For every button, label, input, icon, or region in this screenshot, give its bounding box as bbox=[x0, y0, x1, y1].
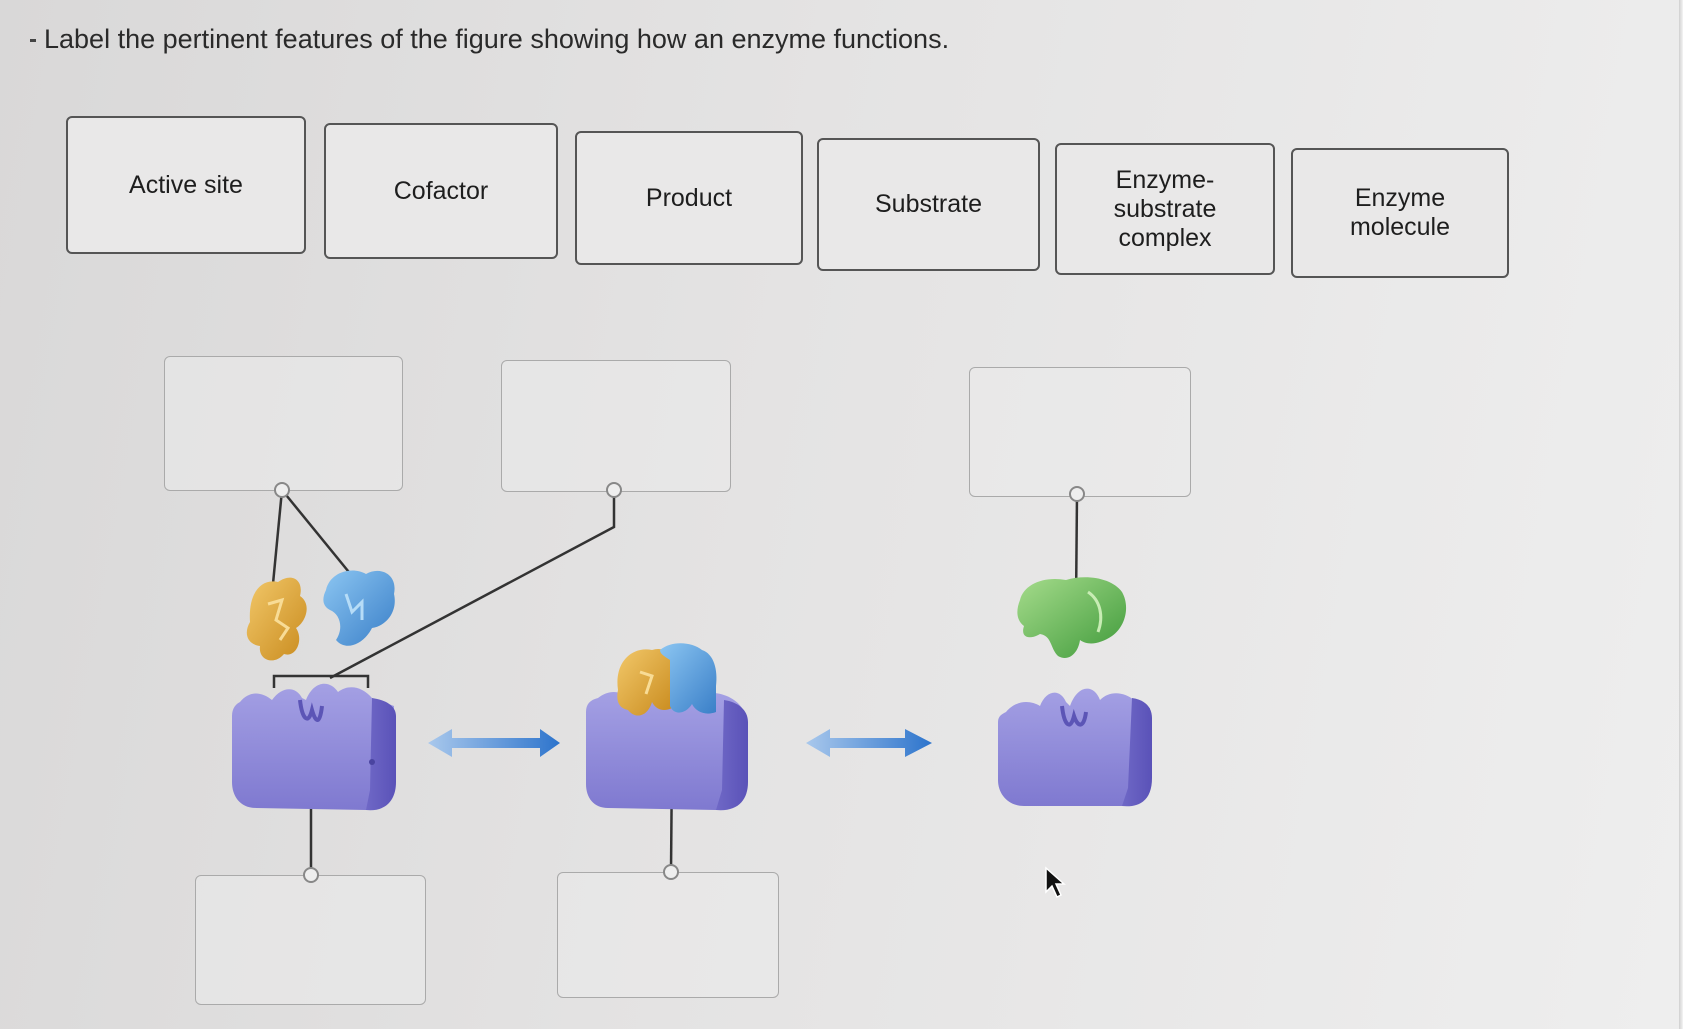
enzyme-left-icon bbox=[232, 684, 396, 810]
mouse-cursor-icon bbox=[1046, 868, 1064, 897]
substrate-yellow-icon bbox=[247, 578, 307, 661]
substrate-blue-icon bbox=[323, 571, 394, 646]
double-arrow-icon bbox=[428, 729, 560, 757]
enzyme-substrate-complex-icon bbox=[586, 643, 748, 810]
window-edge bbox=[1679, 0, 1683, 1029]
enzyme-right-icon bbox=[998, 689, 1152, 807]
double-arrow-icon bbox=[806, 729, 932, 757]
product-green-icon bbox=[1017, 577, 1126, 658]
